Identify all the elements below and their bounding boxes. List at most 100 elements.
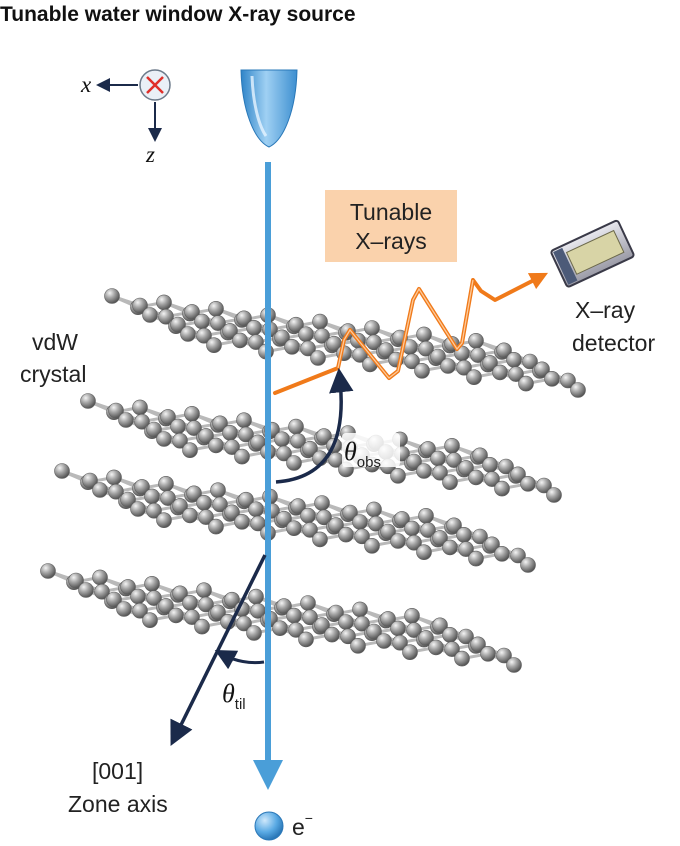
crystal-atom bbox=[274, 329, 290, 346]
crystal-atom bbox=[106, 469, 122, 486]
coordinate-axes: x z bbox=[80, 69, 171, 167]
zone-axis-label-line2: Zone axis bbox=[68, 791, 168, 817]
crystal-atom bbox=[288, 316, 304, 333]
crystal-atom bbox=[290, 498, 306, 514]
crystal-atom bbox=[82, 472, 98, 489]
crystal-atom bbox=[224, 439, 240, 455]
crystal-atom bbox=[316, 428, 332, 444]
crystal-atom bbox=[286, 455, 302, 471]
crystal-atom bbox=[406, 534, 422, 551]
crystal-atom bbox=[182, 442, 198, 459]
crystal-atom bbox=[328, 604, 344, 621]
crystal-atom bbox=[222, 424, 238, 441]
crystal-atom bbox=[380, 611, 396, 627]
crystal-atom bbox=[160, 409, 176, 425]
crystal-atom bbox=[142, 307, 158, 323]
crystal-atom bbox=[352, 514, 368, 530]
detector-label-line2: detector bbox=[572, 330, 655, 356]
crystal-atom bbox=[570, 382, 586, 398]
crystal-atom bbox=[364, 320, 380, 336]
crystal-atom bbox=[350, 637, 366, 654]
tunable-label-line2: X–rays bbox=[355, 228, 427, 254]
crystal-atom bbox=[196, 582, 212, 599]
crystal-atom bbox=[302, 440, 318, 457]
crystal-atom bbox=[368, 515, 384, 532]
crystal-atom bbox=[472, 528, 488, 545]
tunable-label-line1: Tunable bbox=[350, 199, 432, 225]
crystal-atom bbox=[390, 533, 406, 549]
crystal-atom bbox=[468, 550, 484, 567]
crystal-atom bbox=[432, 464, 448, 481]
crystal-atom bbox=[284, 338, 300, 355]
crystal-atom bbox=[522, 353, 538, 370]
crystal-atom bbox=[132, 399, 148, 416]
crystal-atom bbox=[272, 620, 288, 637]
crystal-atom bbox=[456, 526, 472, 543]
crystal-atom bbox=[210, 604, 226, 621]
crystal-atom bbox=[390, 620, 406, 637]
crystal-atom bbox=[224, 504, 240, 521]
vdw-crystal bbox=[40, 288, 586, 673]
crystal-atom bbox=[144, 488, 160, 505]
crystal-atom bbox=[146, 421, 162, 438]
crystal-atom bbox=[80, 393, 96, 409]
crystal-atom bbox=[146, 590, 162, 606]
crystal-atom bbox=[206, 337, 222, 354]
crystal-atom bbox=[442, 626, 458, 643]
crystal-atom bbox=[236, 615, 252, 632]
crystal-atom bbox=[208, 518, 224, 535]
crystal-atom bbox=[482, 355, 498, 371]
crystal-atom bbox=[120, 491, 136, 508]
detector-label-line1: X–ray bbox=[575, 297, 636, 323]
crystal-atom bbox=[352, 601, 368, 618]
electron-icon bbox=[254, 811, 284, 841]
crystal-atom bbox=[170, 316, 186, 333]
crystal-atom bbox=[494, 545, 510, 562]
crystal-atom bbox=[312, 531, 328, 548]
crystal-atom bbox=[302, 609, 318, 626]
crystal-atom bbox=[274, 431, 290, 448]
theta-til-label: θtil bbox=[222, 679, 246, 713]
crystal-atom bbox=[482, 456, 498, 473]
crystal-atom bbox=[232, 332, 248, 349]
crystal-atom bbox=[238, 491, 254, 508]
crystal-atom bbox=[404, 607, 420, 624]
crystal-atom bbox=[508, 366, 524, 382]
cross-icon bbox=[146, 76, 164, 94]
crystal-atom bbox=[416, 326, 432, 343]
crystal-atom bbox=[172, 432, 188, 449]
crystal-atom bbox=[246, 625, 262, 641]
crystal-atom bbox=[444, 437, 460, 454]
crystal-atom bbox=[168, 607, 184, 624]
crystal-atom bbox=[286, 520, 302, 537]
crystal-atom bbox=[130, 588, 146, 605]
crystal-atom bbox=[492, 364, 508, 381]
crystal-atom bbox=[134, 413, 150, 430]
crystal-atom bbox=[314, 617, 330, 633]
crystal-atom bbox=[234, 448, 250, 465]
electron-source-lens bbox=[240, 69, 298, 148]
crystal-atom bbox=[198, 596, 214, 613]
crystal-atom bbox=[246, 319, 262, 336]
crystal-atom bbox=[182, 507, 198, 524]
crystal-layer bbox=[40, 563, 522, 673]
crystal-atom bbox=[170, 418, 186, 435]
tunable-xrays-box bbox=[325, 190, 457, 262]
crystal-atom bbox=[414, 362, 430, 379]
z-axis-label: z bbox=[145, 142, 155, 167]
crystal-atom bbox=[472, 447, 488, 464]
crystal-atom bbox=[366, 501, 382, 518]
crystal-atom bbox=[402, 644, 418, 661]
crystal-atom bbox=[92, 569, 108, 586]
crystal-atom bbox=[546, 487, 562, 503]
crystal-atom bbox=[314, 495, 330, 511]
crystal-atom bbox=[338, 614, 354, 630]
crystal-atom bbox=[470, 347, 486, 363]
crystal-atom bbox=[182, 594, 198, 611]
crystal-atom bbox=[234, 513, 250, 530]
crystal-atom bbox=[560, 372, 576, 389]
crystal-atom bbox=[198, 428, 214, 444]
crystal-atom bbox=[104, 288, 120, 304]
diagram-title: Tunable water window X-ray source bbox=[0, 3, 356, 26]
